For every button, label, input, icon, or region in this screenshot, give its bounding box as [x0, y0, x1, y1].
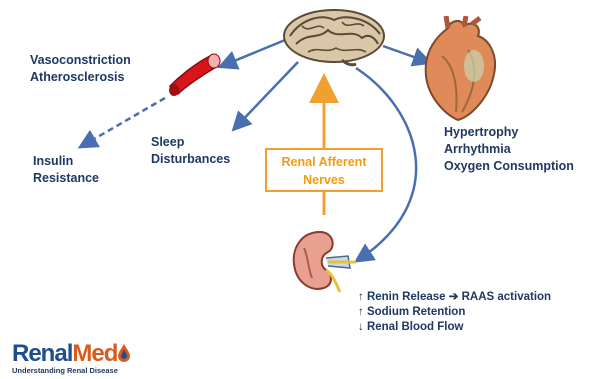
heart-effects-label: Hypertrophy Arrhythmia Oxygen Consumptio… [444, 124, 574, 175]
heart-icon [418, 16, 504, 127]
logo-med: Med [72, 340, 117, 367]
insulin-resistance-label: Insulin Resistance [33, 153, 99, 187]
sleep-disturbances-label: Sleep Disturbances [151, 134, 230, 168]
kidney-effect-item: ↑ Sodium Retention [358, 305, 551, 320]
vasoconstriction-label: Vasoconstriction Atherosclerosis [30, 52, 131, 86]
kidney-effect-item: ↓ Renal Blood Flow [358, 320, 551, 335]
kidney-icon [290, 228, 360, 299]
renalmed-logo: RenalMed Understanding Renal Disease [12, 342, 131, 375]
renal-afferent-nerves-box: Renal Afferent Nerves [265, 148, 383, 192]
logo-drop-icon [117, 343, 131, 363]
brain-icon [282, 6, 388, 73]
arrow-brain-to-artery [222, 40, 285, 66]
logo-renal: Renal [12, 340, 72, 367]
kidney-effect-item: ↑ Renin Release ➔ RAAS activation [358, 290, 551, 305]
artery-icon [164, 48, 226, 103]
logo-tagline: Understanding Renal Disease [12, 366, 131, 375]
kidney-effects-list: ↑ Renin Release ➔ RAAS activation ↑ Sodi… [358, 290, 551, 335]
